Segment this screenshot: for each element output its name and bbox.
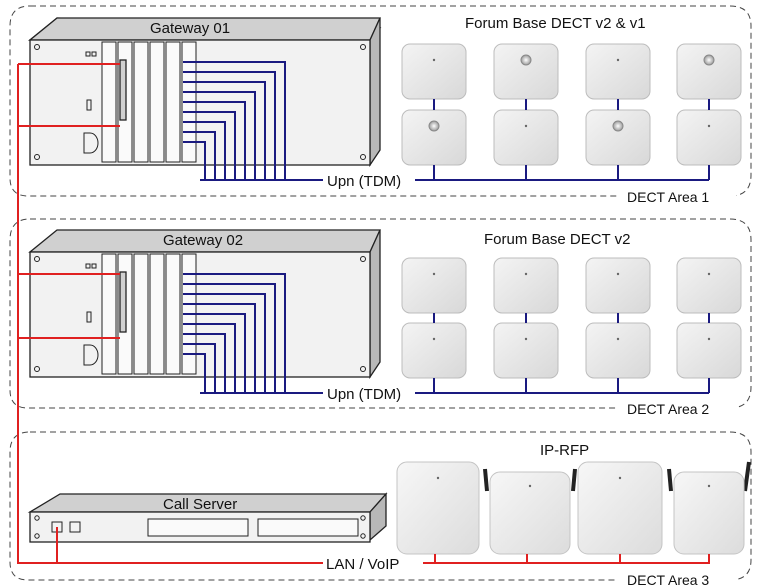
area-3-base-label: IP-RFP: [540, 442, 589, 459]
ip-rfp-outdoor: [485, 469, 575, 554]
area-3-label: DECT Area 3: [627, 572, 709, 588]
ip-rfp-outdoor: [669, 462, 749, 554]
area-3-link-label: LAN / VoIP: [326, 556, 399, 573]
call-server-label: Call Server: [163, 496, 237, 513]
ip-rfp-indoor: [578, 462, 662, 554]
area-1-base-label: Forum Base DECT v2 & v1: [465, 15, 646, 32]
area-2-link-label: Upn (TDM): [327, 386, 401, 403]
area-1-base-stations: [402, 44, 741, 165]
ip-rfp-indoor: [397, 462, 479, 554]
area-1-label: DECT Area 1: [627, 189, 709, 205]
dect-area-1: DECT Area 1 Gateway 01 Forum Base D: [10, 6, 751, 205]
gateway-02-label: Gateway 02: [163, 232, 243, 249]
area-1-link-label: Upn (TDM): [327, 173, 401, 190]
area-2-base-label: Forum Base DECT v2: [484, 231, 630, 248]
call-server: Call Server: [30, 494, 386, 542]
ip-rfp-stations: [397, 462, 749, 554]
dect-area-2: DECT Area 2 Gateway 02 Forum Base DECT v…: [10, 219, 751, 417]
area-2-base-stations: [402, 258, 741, 378]
gateway-01-label: Gateway 01: [150, 20, 230, 37]
area-2-label: DECT Area 2: [627, 401, 709, 417]
